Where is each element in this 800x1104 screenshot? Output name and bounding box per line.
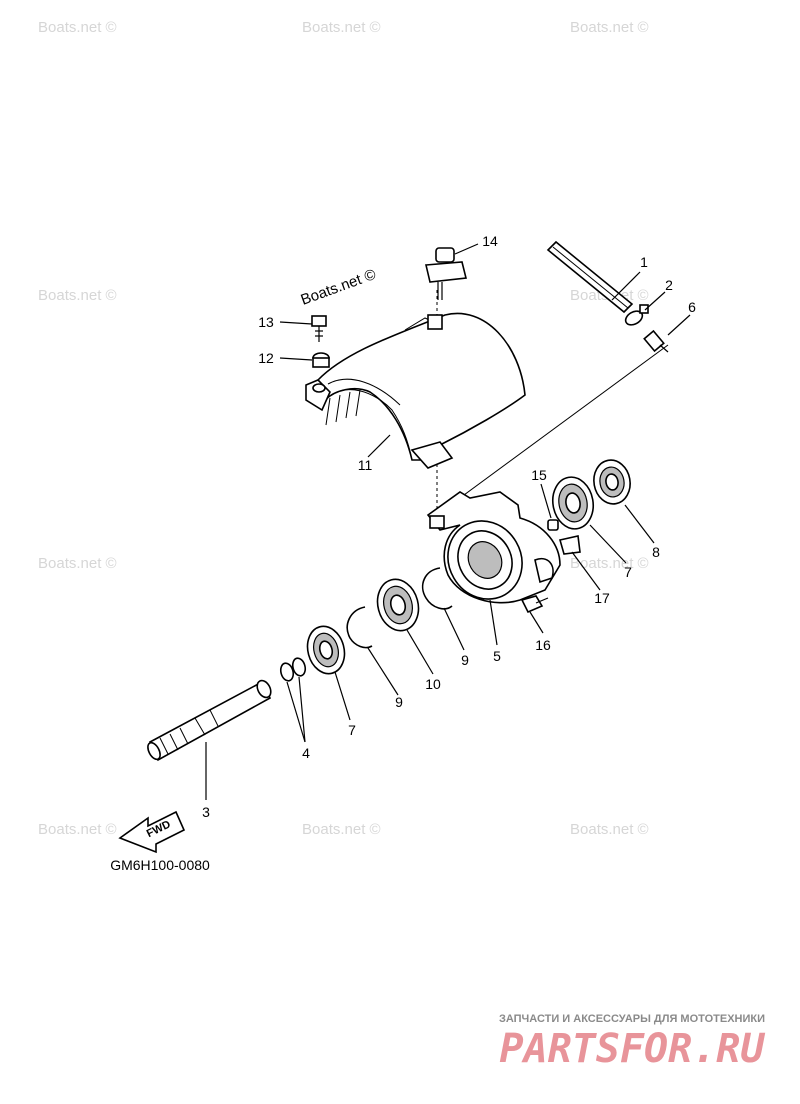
callout-9-upper: 9: [461, 652, 469, 668]
callout-15: 15: [531, 467, 547, 483]
part-4-o-rings: [279, 657, 307, 682]
boats-net-label: Boats.net ©: [299, 266, 379, 309]
leader-lines: [205, 243, 691, 800]
watermark: Boats.net ©: [302, 19, 381, 36]
callout-9-lower: 9: [395, 694, 403, 710]
brand-footer: ЗАПЧАСТИ И АКСЕССУАРЫ ДЛЯ МОТОТЕХНИКИ PA…: [499, 1013, 765, 1072]
callout-2: 2: [665, 277, 673, 293]
watermark-layer: Boats.net © Boats.net © Boats.net © Boat…: [38, 19, 649, 838]
callout-3: 3: [202, 804, 210, 820]
callout-8: 8: [652, 544, 660, 560]
part-5-housing: [426, 491, 561, 604]
part-12-collar: [312, 352, 330, 368]
part-17-plate: [558, 535, 581, 555]
callout-5: 5: [493, 648, 501, 664]
part-9-circlip-lower: [346, 606, 373, 649]
callout-6: 6: [688, 299, 696, 315]
callout-1: 1: [640, 254, 648, 270]
callout-12: 12: [258, 350, 274, 366]
watermark: Boats.net ©: [570, 821, 649, 838]
watermark: Boats.net ©: [38, 287, 117, 304]
brand-tagline: ЗАПЧАСТИ И АКСЕССУАРЫ ДЛЯ МОТОТЕХНИКИ: [499, 1013, 765, 1025]
part-11-cover: [305, 312, 526, 469]
watermark: Boats.net ©: [302, 821, 381, 838]
fwd-arrow-icon: FWD: [118, 810, 186, 854]
part-10-bearing: [376, 578, 420, 632]
drawing-code: GM6H100-0080: [110, 857, 210, 873]
center-guides: [429, 290, 669, 525]
callout-14: 14: [482, 233, 498, 249]
callout-layer: 1 2 3 4 5 6 7 7 8 9 9 10 11 12 13 14 15 …: [202, 233, 696, 820]
callout-17: 17: [594, 590, 610, 606]
part-7-bearing-upper: [551, 476, 595, 530]
watermark: Boats.net ©: [570, 555, 649, 572]
callout-16: 16: [535, 637, 551, 653]
watermark: Boats.net ©: [38, 821, 117, 838]
callout-10: 10: [425, 676, 441, 692]
watermark: Boats.net ©: [38, 19, 117, 36]
watermark: Boats.net ©: [570, 19, 649, 36]
callout-11: 11: [358, 457, 373, 473]
watermark: Boats.net ©: [38, 555, 117, 572]
part-15-plug: [547, 519, 559, 531]
part-16-bolt: [520, 595, 549, 614]
part-14-grommet: [425, 247, 467, 300]
part-13-bolt: [311, 315, 327, 342]
part-7-bearing-lower: [306, 625, 346, 675]
callout-13: 13: [258, 314, 274, 330]
part-1-pipe: [546, 240, 634, 314]
part-8-seal: [593, 459, 631, 505]
part-3-shaft: [147, 679, 272, 762]
brand-logo: PARTSFOR.RU: [500, 1026, 766, 1072]
part-2-clamp: [624, 304, 649, 326]
callout-4: 4: [302, 745, 310, 761]
callout-7-upper: 7: [624, 564, 632, 580]
callout-7-lower: 7: [348, 722, 356, 738]
part-6-nipple: [643, 329, 669, 353]
